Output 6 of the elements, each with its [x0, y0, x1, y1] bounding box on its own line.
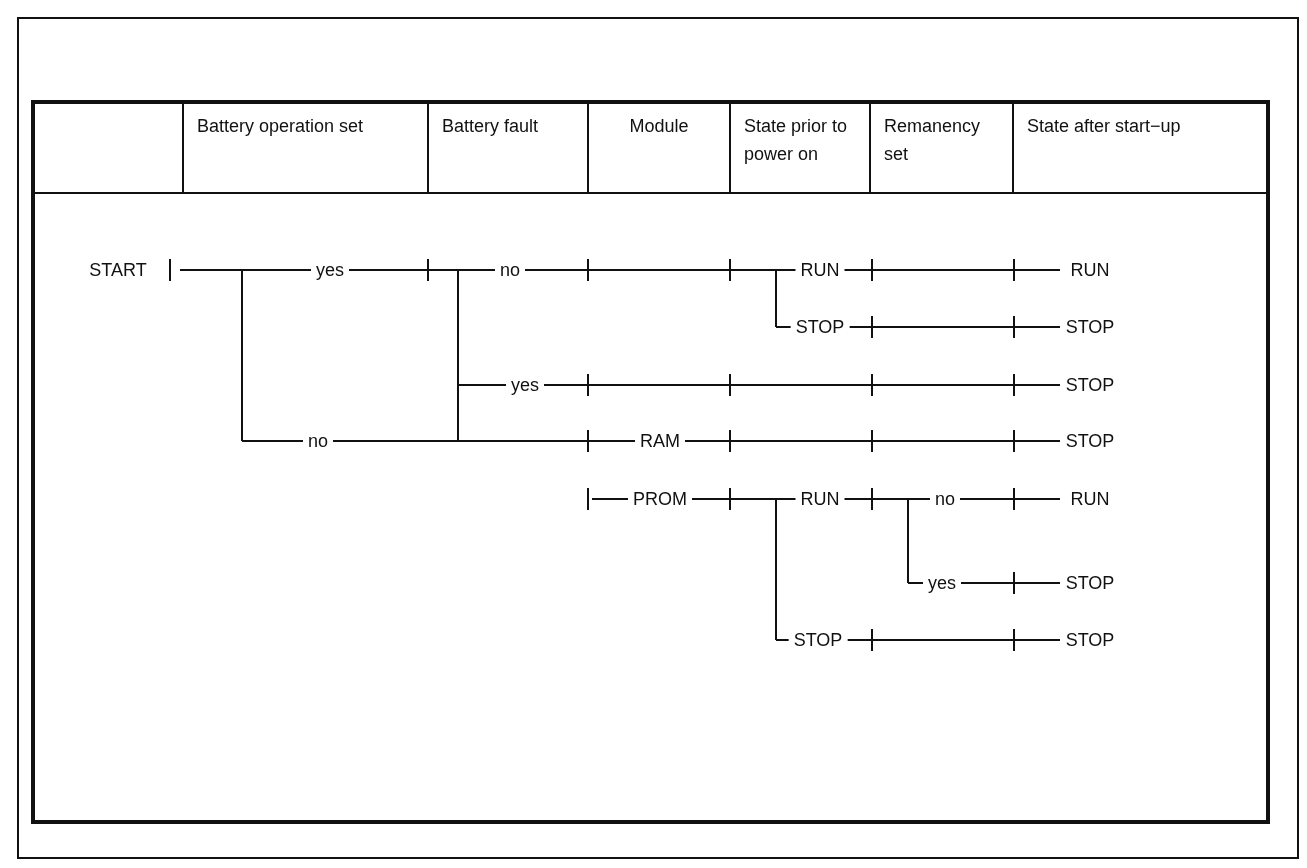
column-header: Battery fault [441, 115, 540, 138]
column-header: State prior to power on [743, 115, 849, 166]
column-header: Module [628, 115, 690, 138]
column-header: Battery operation set [196, 115, 365, 138]
column-header: State after start−up [1026, 115, 1182, 138]
column-header: Remanency set [883, 115, 982, 166]
